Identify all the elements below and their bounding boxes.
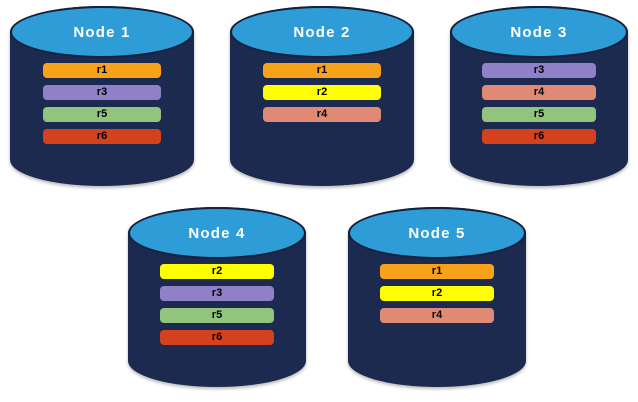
cylinder-top-icon xyxy=(128,207,306,259)
shard-bar: r3 xyxy=(43,85,161,100)
cylinder-top-icon xyxy=(348,207,526,259)
shard-bar: r6 xyxy=(43,129,161,144)
shard-bar: r3 xyxy=(160,286,274,301)
shard-bar: r5 xyxy=(482,107,596,122)
shard-bar: r6 xyxy=(482,129,596,144)
shard-bar: r2 xyxy=(160,264,274,279)
cylinder-top-icon xyxy=(450,6,628,58)
shard-stack: r1 r3 r5 r6 xyxy=(43,63,161,144)
shard-bar: r5 xyxy=(160,308,274,323)
shard-bar: r2 xyxy=(380,286,494,301)
shard-bar: r5 xyxy=(43,107,161,122)
shard-bar: r4 xyxy=(482,85,596,100)
cylinder-top-icon xyxy=(10,6,194,58)
shard-stack: r1 r2 r4 xyxy=(263,63,381,122)
shard-bar: r4 xyxy=(380,308,494,323)
shard-stack: r2 r3 r5 r6 xyxy=(160,264,274,345)
shard-bar: r6 xyxy=(160,330,274,345)
shard-bar: r1 xyxy=(380,264,494,279)
shard-bar: r4 xyxy=(263,107,381,122)
shard-bar: r1 xyxy=(43,63,161,78)
cylinder-top-icon xyxy=(230,6,414,58)
shard-bar: r3 xyxy=(482,63,596,78)
shard-stack: r3 r4 r5 r6 xyxy=(482,63,596,144)
shard-stack: r1 r2 r4 xyxy=(380,264,494,323)
shard-bar: r2 xyxy=(263,85,381,100)
shard-bar: r1 xyxy=(263,63,381,78)
